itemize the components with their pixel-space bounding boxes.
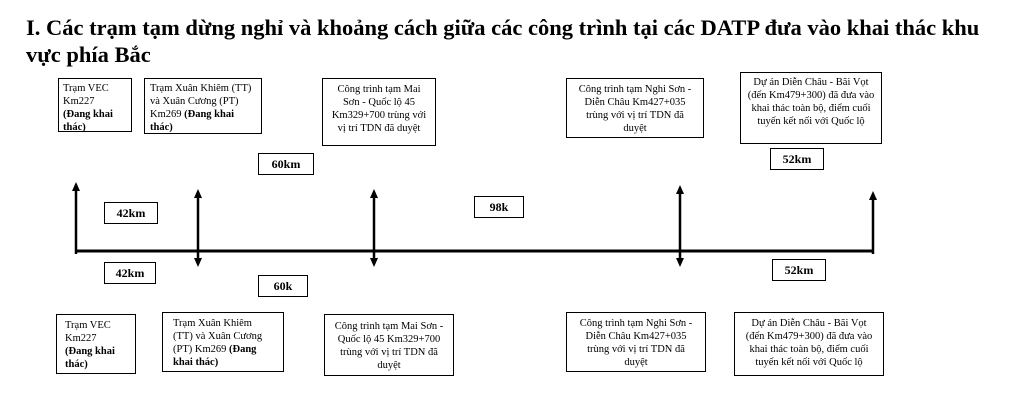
- top-distance-label-2: 60km: [258, 153, 314, 175]
- station-label: Trạm VEC Km227: [63, 83, 109, 107]
- station-label: Công trình tạm Mai Sơn - Quốc lộ 45 Km32…: [334, 321, 444, 371]
- station-status: (Đang khai thác): [173, 344, 257, 368]
- station-label: Trạm Xuân Khiêm (TT) và Xuân Cương (PT) …: [173, 318, 263, 355]
- station-label: Công trình tạm Mai Sơn - Quốc lộ 45 Km32…: [331, 84, 427, 134]
- station-tick-4: [676, 185, 684, 267]
- station-label: Công trình tạm Nghi Sơn - Diễn Châu Km42…: [578, 84, 692, 134]
- top-distance-label-1: 42km: [104, 202, 158, 224]
- station-label: Trạm VEC Km227: [65, 320, 111, 344]
- station-status: (Đang khai thác): [65, 346, 115, 370]
- station-tick-1: [72, 182, 80, 254]
- station-tick-3: [370, 189, 378, 267]
- bottom-distance-label-1: 42km: [104, 262, 156, 284]
- top-distance-label-4: 52km: [770, 148, 824, 170]
- top-station-box-4: Công trình tạm Nghi Sơn - Diễn Châu Km42…: [566, 78, 704, 138]
- station-status: (Đang khai thác): [63, 109, 113, 133]
- top-station-box-2: Trạm Xuân Khiêm (TT) và Xuân Cương (PT) …: [144, 78, 262, 134]
- top-station-box-5: Dự án Diễn Châu - Bãi Vọt (đến Km479+300…: [740, 72, 882, 144]
- top-station-box-1: Trạm VEC Km227 (Đang khai thác): [58, 78, 132, 133]
- station-status: (Đang khai thác): [150, 109, 235, 133]
- bottom-station-box-4: Công trình tạm Nghi Sơn - Diễn Châu Km42…: [566, 312, 706, 372]
- bottom-distance-label-2: 60k: [258, 275, 308, 297]
- station-tick-2: [194, 189, 202, 267]
- station-tick-5: [869, 191, 877, 254]
- station-label: Trạm Xuân Khiêm (TT) và Xuân Cương (PT) …: [150, 83, 252, 120]
- bottom-station-box-3: Công trình tạm Mai Sơn - Quốc lộ 45 Km32…: [324, 314, 454, 376]
- bottom-station-box-2: Trạm Xuân Khiêm (TT) và Xuân Cương (PT) …: [162, 312, 284, 372]
- top-distance-label-3: 98k: [474, 196, 524, 218]
- station-label: Dự án Diễn Châu - Bãi Vọt (đến Km479+300…: [747, 77, 875, 127]
- bottom-station-box-1: Trạm VEC Km227 (Đang khai thác): [56, 314, 136, 374]
- station-label: Công trình tạm Nghi Sơn - Diễn Châu Km42…: [579, 318, 693, 368]
- diagram-title: I. Các trạm tạm dừng nghỉ và khoảng cách…: [26, 15, 980, 67]
- station-label: Dự án Diễn Châu - Bãi Vọt (đến Km479+300…: [745, 318, 873, 368]
- top-station-box-3: Công trình tạm Mai Sơn - Quốc lộ 45 Km32…: [322, 78, 436, 146]
- bottom-station-box-5: Dự án Diễn Châu - Bãi Vọt (đến Km479+300…: [734, 312, 884, 376]
- bottom-distance-label-3: 52km: [772, 259, 826, 281]
